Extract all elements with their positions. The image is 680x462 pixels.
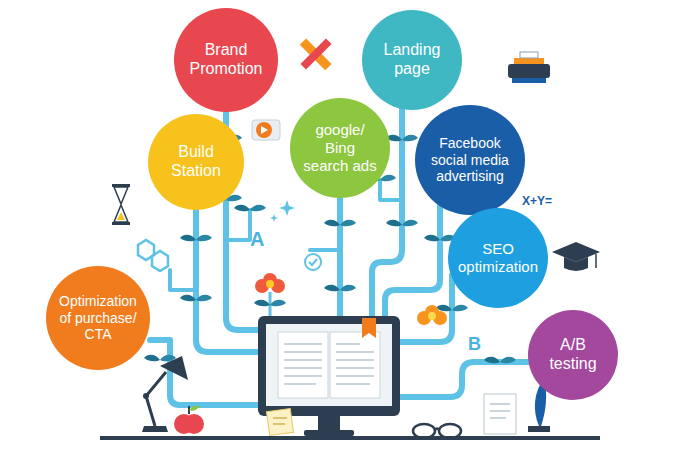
topic-label: Landing page (376, 41, 448, 79)
sparkles (270, 200, 295, 222)
topic-circle: Landing page (362, 10, 462, 110)
graduation-cap-icon (552, 242, 600, 271)
computer-monitor (258, 316, 400, 436)
topic-circle: google/ Bing search ads (290, 98, 390, 198)
topic-label: Optimization of purchase/ CTA (56, 293, 140, 343)
check-icon (305, 254, 321, 270)
flower (417, 305, 447, 325)
letter-decoration: A (250, 228, 264, 251)
topic-label: A/B testing (542, 336, 604, 374)
topic-circle: Brand Promotion (174, 8, 278, 112)
topic-label: SEO optimization (453, 240, 543, 275)
topic-circle: Build Station (148, 114, 244, 210)
glasses (413, 424, 461, 438)
topic-circle: SEO optimization (448, 208, 548, 308)
topic-circle: A/B testing (528, 310, 618, 400)
desk (100, 436, 600, 440)
video-icon (252, 120, 280, 140)
topic-label: google/ Bing search ads (302, 121, 378, 174)
note-paper (266, 408, 293, 435)
formula-decoration: X+Y= (522, 194, 552, 208)
pencil-ruler-icon (300, 38, 332, 70)
topic-label: Facebook social media advertising (428, 135, 512, 185)
topic-label: Brand Promotion (184, 41, 268, 79)
topic-circle: Optimization of purchase/ CTA (46, 266, 150, 370)
typewriter-icon (508, 52, 550, 83)
letter-decoration: B (468, 334, 481, 355)
topic-label: Build Station (162, 143, 230, 181)
apple (174, 406, 204, 434)
flower (254, 273, 286, 318)
document (484, 394, 516, 434)
hexagons (138, 240, 168, 271)
hourglass-icon (112, 184, 130, 225)
topic-circle: Facebook social media advertising (415, 105, 525, 215)
